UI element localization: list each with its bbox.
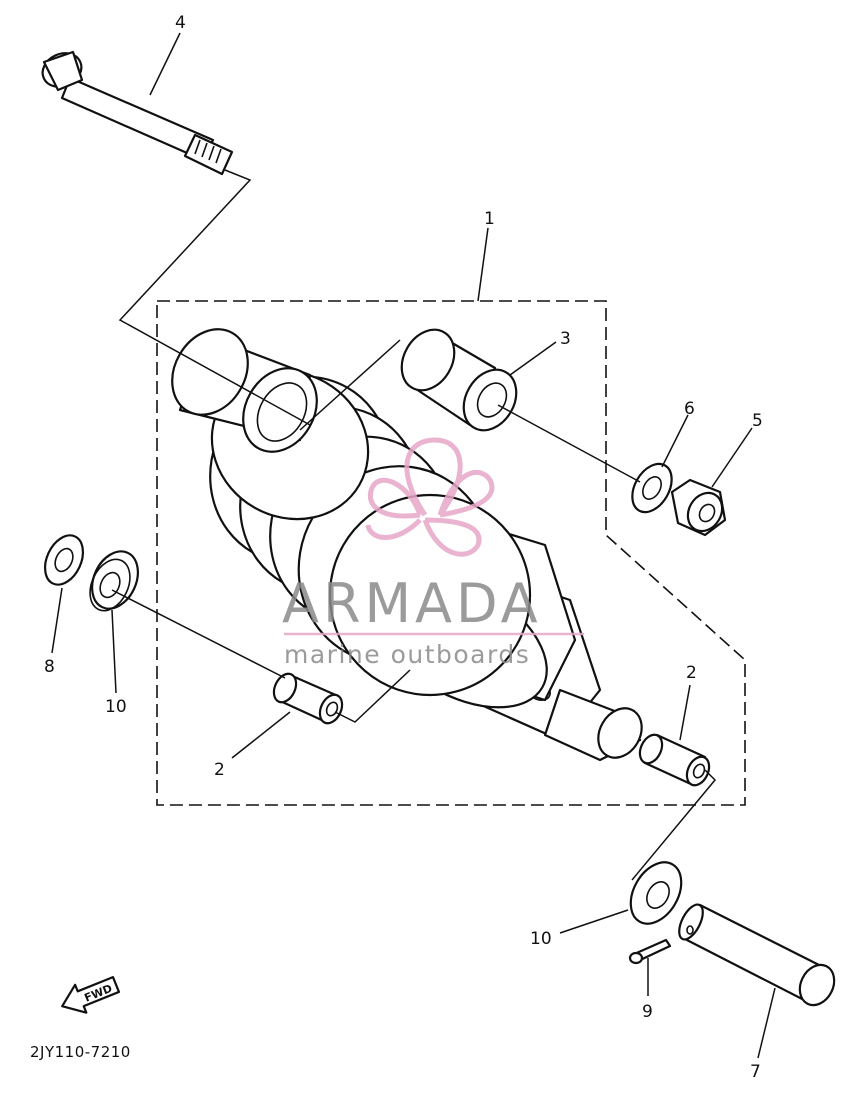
callout-4: 4 [175, 13, 186, 33]
leader-5 [711, 427, 753, 488]
leader-3 [509, 341, 557, 376]
callout-8: 8 [44, 657, 55, 677]
callout-7: 7 [750, 1062, 761, 1082]
leader-8 [51, 587, 63, 654]
diagram-code: 2JY110-7210 [30, 1043, 131, 1061]
guide-line-collar-to-washer [497, 404, 641, 483]
part-10-left-seal [89, 550, 139, 612]
callout-6: 6 [684, 399, 695, 419]
watermark-title: ARMADA [282, 572, 542, 635]
part-2-left-bushing [272, 672, 344, 725]
watermark-subtitle: marine outboards [284, 640, 530, 669]
callout-5: 5 [752, 411, 763, 431]
leader-2-left [231, 711, 291, 759]
leader-2-right [679, 684, 691, 741]
part-10-right-washer [629, 861, 683, 925]
guide-line-eye-to-collar [299, 339, 401, 431]
leader-1 [477, 227, 489, 302]
part-8-washer [43, 534, 85, 586]
assembly-boundary [156, 300, 746, 806]
part-7-lower-pin [678, 903, 836, 1007]
guide-line-seal-to-bushing [111, 589, 286, 679]
callout-10-left: 10 [105, 697, 127, 717]
leader-6 [661, 414, 689, 468]
leader-10-right [559, 909, 629, 934]
part-5-nut [670, 478, 727, 537]
callout-2-left: 2 [214, 760, 225, 780]
leader-4 [149, 32, 181, 96]
part-9-cotter-pin [628, 938, 672, 965]
callout-10-right: 10 [530, 929, 552, 949]
part-1-shock-absorber [171, 328, 643, 762]
part-4-upper-bolt [41, 50, 234, 176]
leader-10-left [111, 609, 117, 694]
leader-7 [757, 987, 776, 1059]
guide-line-bushing-to-pin [631, 769, 717, 881]
callout-1: 1 [484, 209, 495, 229]
fwd-arrow-icon: FWD [61, 975, 121, 1014]
watermark-emblem-icon [365, 437, 495, 557]
watermark-logo: ARMADA marine outboards [282, 437, 584, 669]
callout-2-right: 2 [686, 663, 697, 683]
guide-line-bushing-to-body [334, 669, 411, 723]
callout-9: 9 [642, 1002, 653, 1022]
part-6-washer [631, 462, 673, 514]
callout-3: 3 [560, 329, 571, 349]
guide-line-bolt-to-eye [118, 169, 311, 426]
part-3-collar [400, 328, 518, 432]
part-2-right-bushing [638, 733, 711, 787]
